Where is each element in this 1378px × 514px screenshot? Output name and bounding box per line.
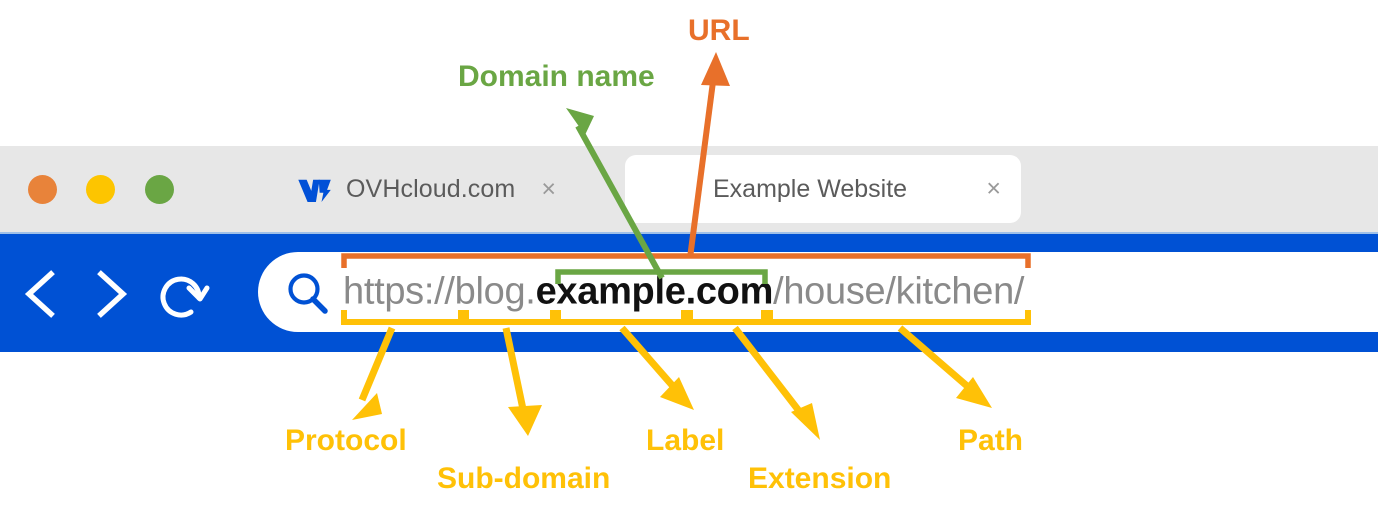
back-icon[interactable]	[18, 268, 64, 320]
callout-label-extension: Extension	[748, 462, 892, 495]
tab-close-icon[interactable]: ×	[541, 174, 556, 203]
ovhcloud-logo-icon	[298, 179, 331, 202]
forward-icon[interactable]	[88, 268, 134, 320]
tab-title: OVHcloud.com	[346, 174, 516, 203]
window-close-button[interactable]	[28, 175, 57, 204]
tab-example-website[interactable]: Example Website ×	[625, 155, 1021, 223]
url-segment-subdomain: blog.	[454, 270, 536, 313]
callout-label-subdomain: Sub-domain	[437, 462, 611, 495]
url-segment-protocol: https://	[343, 270, 455, 313]
window-minimize-button[interactable]	[86, 175, 115, 204]
window-maximize-button[interactable]	[145, 175, 174, 204]
url-segment-extension: .com	[685, 270, 774, 313]
url-segment-label: example	[535, 270, 686, 313]
tab-ovhcloud[interactable]: OVHcloud.com ×	[296, 164, 556, 214]
address-bar[interactable]: https://blog.example.com/house/kitchen/	[258, 252, 1378, 332]
url-segment-path: /house/kitchen/	[773, 270, 1025, 313]
search-icon[interactable]	[284, 270, 334, 318]
callout-label-protocol: Protocol	[285, 424, 407, 457]
address-bar-url[interactable]: https://blog.example.com/house/kitchen/	[343, 271, 1024, 314]
callout-label-path: Path	[958, 424, 1024, 457]
callout-label-domain: Domain name	[458, 60, 655, 93]
reload-icon[interactable]	[155, 268, 215, 320]
callout-label-url: URL	[688, 14, 750, 47]
callout-label-label: Label	[646, 424, 725, 457]
tab-close-icon[interactable]: ×	[986, 174, 1001, 203]
tab-title: Example Website	[713, 174, 908, 203]
